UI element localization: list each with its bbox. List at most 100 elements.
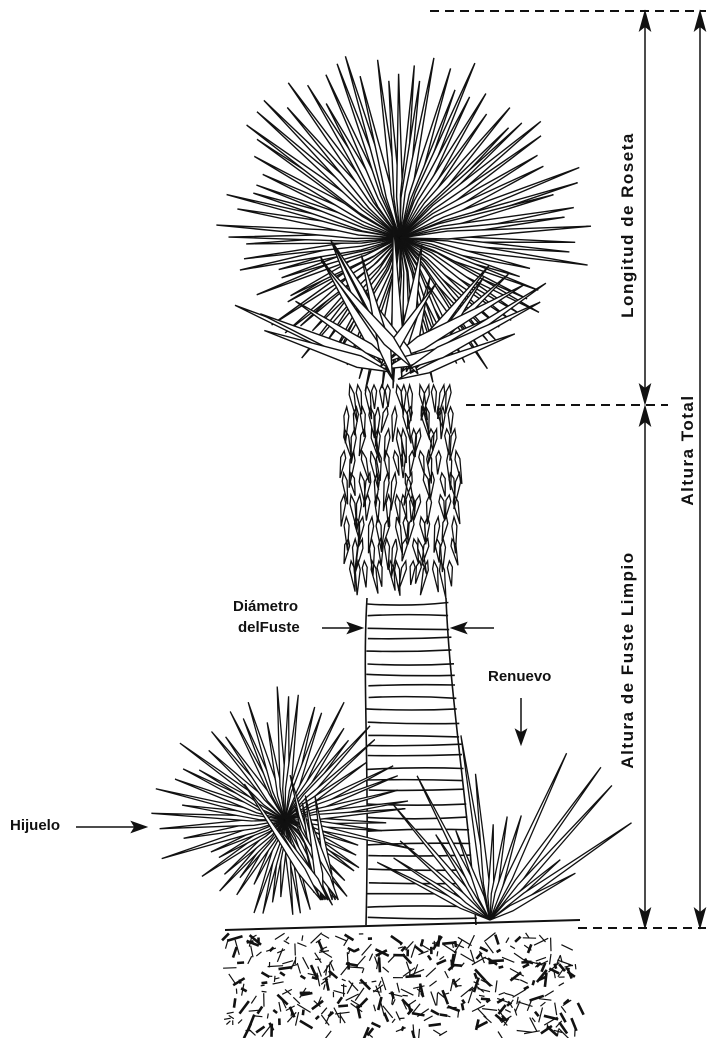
soil-stroke (564, 1000, 569, 1005)
soil-stroke (226, 939, 229, 949)
soil-stroke (499, 967, 504, 968)
soil-stroke (489, 960, 504, 961)
soil-stroke (410, 1000, 416, 1004)
soil-stroke (568, 969, 572, 978)
skirt-leaf (448, 407, 453, 434)
soil-stroke (419, 1029, 420, 1038)
soil-stroke (528, 944, 531, 953)
soil-stroke (530, 996, 544, 1001)
soil-stroke (273, 982, 284, 984)
soil-stroke (401, 989, 414, 995)
skirt-leaf (385, 385, 390, 407)
skirt-leaf (414, 495, 421, 520)
soil-stroke (534, 938, 548, 945)
soil-stroke (286, 937, 289, 941)
soil-stroke (226, 1021, 230, 1025)
soil-stroke (297, 943, 306, 947)
soil-stroke (388, 955, 396, 963)
skirt-leaf (365, 495, 370, 521)
soil-stroke (411, 945, 415, 958)
soil-stroke (297, 963, 300, 974)
soil-stroke (413, 986, 424, 989)
soil-stroke (399, 1018, 405, 1019)
skirt-leaf (442, 517, 448, 541)
soil-stroke (383, 967, 389, 972)
soil-stroke (411, 969, 425, 975)
trunk-ring (367, 744, 461, 746)
trunk-ring (369, 789, 464, 790)
soil-stroke (262, 991, 267, 992)
soil-stroke (545, 973, 547, 987)
soil-stroke (517, 1031, 532, 1033)
skirt-leaf (381, 407, 388, 433)
sprout (377, 735, 631, 920)
soil-stroke (437, 993, 438, 1006)
soil-stroke (451, 980, 454, 991)
skirt-leaf (403, 517, 408, 539)
soil-stroke (240, 979, 241, 983)
soil-stroke (468, 990, 473, 1004)
soil-stroke (251, 946, 253, 958)
soil-stroke (437, 951, 438, 956)
soil-stroke (342, 979, 346, 981)
skirt-leaf (439, 495, 445, 521)
soil-stroke (428, 955, 431, 960)
soil-stroke (412, 1004, 420, 1014)
soil-stroke (328, 1012, 333, 1016)
soil-stroke (432, 943, 436, 944)
skirt-leaf (402, 539, 407, 561)
skirt-leaf (436, 451, 441, 474)
soil-stroke (238, 1020, 242, 1024)
soil-stroke (544, 1016, 558, 1020)
renuevo-label: Renuevo (488, 668, 551, 685)
soil-stroke (421, 939, 423, 946)
soil-stroke (354, 949, 359, 951)
skirt-leaf (435, 539, 440, 563)
soil-stroke (334, 1008, 339, 1018)
soil-stroke (468, 935, 474, 948)
trunk-ring (367, 768, 464, 770)
soil-stroke (403, 995, 408, 996)
trunk-ring (368, 615, 449, 616)
soil-stroke (312, 1001, 323, 1009)
soil-stroke (429, 981, 436, 986)
soil-stroke (462, 1000, 464, 1004)
soil-stroke (229, 974, 236, 984)
soil-stroke (379, 958, 380, 973)
soil-stroke (311, 965, 317, 978)
trunk-ring (368, 735, 459, 737)
soil-stroke (326, 965, 328, 975)
skirt-leaf (370, 539, 375, 576)
soil-stroke (431, 992, 436, 1006)
hijuelo-label: Hijuelo (10, 817, 60, 834)
soil-stroke (440, 1015, 448, 1016)
soil-stroke (566, 968, 570, 970)
soil-stroke (303, 1010, 304, 1016)
trunk-ring (368, 628, 450, 629)
skirt-leaf (451, 539, 458, 565)
soil-stroke (348, 967, 364, 968)
soil-stroke (478, 1009, 487, 1018)
soil-stroke (517, 997, 518, 1004)
skirt-leaf (440, 561, 446, 598)
skirt-leaf (393, 451, 399, 476)
skirt-leaf (419, 451, 424, 474)
soil-stroke (429, 1024, 441, 1026)
soil-stroke (514, 953, 525, 961)
trunk-ring (368, 637, 452, 639)
skirt-leaf (385, 539, 390, 570)
soil-stroke (296, 1012, 299, 1026)
altura-fuste-label: Altura de Fuste Limpio (618, 551, 637, 768)
soil-stroke (510, 946, 515, 949)
soil-stroke (256, 952, 261, 956)
soil-stroke (426, 968, 436, 977)
soil-stroke (369, 954, 372, 961)
soil-stroke (539, 1008, 543, 1023)
trunk-ring (368, 755, 462, 756)
soil-stroke (362, 944, 372, 955)
soil-stroke (535, 1012, 539, 1017)
soil-stroke (338, 997, 342, 1003)
trunk-ring (367, 817, 468, 819)
soil-stroke (550, 954, 552, 965)
soil-stroke (475, 973, 477, 979)
